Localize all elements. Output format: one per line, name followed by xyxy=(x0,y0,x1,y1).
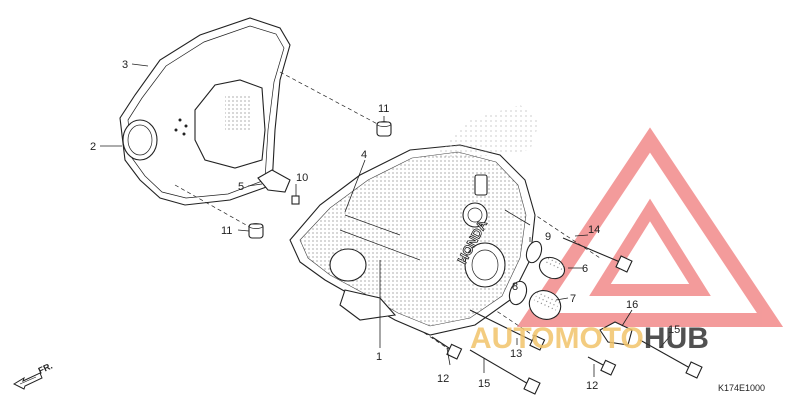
watermark-part-hub: HUB xyxy=(644,322,709,355)
crankcase-cover xyxy=(289,105,540,336)
watermark-part-auto: AUTO xyxy=(470,322,554,355)
watermark-logo-triangle xyxy=(516,127,784,327)
bolt-13 xyxy=(469,309,546,351)
callout-4: 4 xyxy=(361,149,367,161)
bolt-14 xyxy=(562,237,633,273)
clamp-16 xyxy=(599,321,633,346)
callout-8: 8 xyxy=(512,281,518,293)
leader-lines xyxy=(100,63,671,377)
callout-9: 9 xyxy=(545,231,551,243)
watermark-text: AUTOMOTOHUB xyxy=(470,322,709,355)
callout-15-right: 15 xyxy=(668,324,680,336)
svg-text:AUTOMOTOHUB: AUTOMOTOHUB xyxy=(470,322,709,355)
gasket xyxy=(119,17,291,206)
dowel-pin-upper xyxy=(376,121,392,137)
clamp xyxy=(257,169,291,193)
bolt-12-left xyxy=(431,336,463,360)
bolt-12-right xyxy=(587,356,617,376)
callout-2: 2 xyxy=(90,141,96,153)
callout-7: 7 xyxy=(570,293,576,305)
callout-11-lower: 11 xyxy=(221,225,232,237)
direction-label: FR. xyxy=(37,361,54,376)
diagram-code: K174E1000 xyxy=(718,383,765,393)
bolt-15-right xyxy=(639,339,703,379)
callout-12-left: 12 xyxy=(437,373,449,385)
callout-6: 6 xyxy=(582,263,588,275)
o-ring-9 xyxy=(525,240,543,264)
callout-3: 3 xyxy=(122,59,128,71)
bolt-10 xyxy=(291,195,300,205)
callout-11-upper: 11 xyxy=(378,103,389,115)
callout-5: 5 xyxy=(238,181,244,193)
callout-15-left: 15 xyxy=(478,378,490,390)
bolt-15-left xyxy=(469,349,541,395)
dowel-pin-lower xyxy=(248,223,264,239)
front-direction-arrow: FR. xyxy=(12,361,54,390)
callout-10: 10 xyxy=(296,172,308,184)
plug-7 xyxy=(528,290,562,320)
callout-16: 16 xyxy=(626,299,638,311)
plug-6 xyxy=(538,254,566,280)
callout-1: 1 xyxy=(376,351,382,363)
callout-13: 13 xyxy=(510,348,522,360)
watermark-part-moto: MOTO xyxy=(554,322,643,355)
callout-numbers: 1 2 3 4 5 6 7 8 9 10 11 11 12 12 13 14 1… xyxy=(90,59,680,392)
o-ring-8 xyxy=(508,280,528,306)
callout-14: 14 xyxy=(588,224,600,236)
callout-12-right: 12 xyxy=(586,380,598,392)
